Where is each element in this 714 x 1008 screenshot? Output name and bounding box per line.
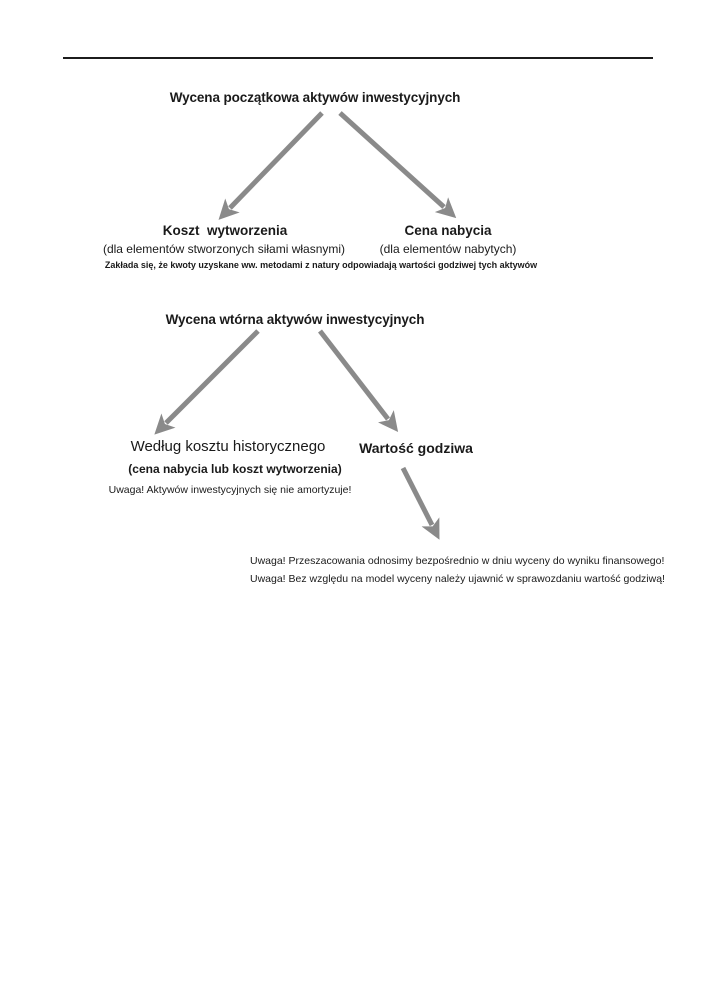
cost-branch-title: Koszt wytworzenia bbox=[162, 223, 288, 238]
top-horizontal-rule bbox=[63, 57, 653, 59]
price-branch-title: Cena nabycia bbox=[404, 223, 492, 238]
arrow-initial-to-cost bbox=[218, 111, 324, 220]
arrow-initial-to-price bbox=[338, 111, 457, 219]
arrow-secondary-to-historical bbox=[154, 329, 260, 435]
historical-cost-note: Uwaga! Aktywów inwestycyjnych się nie am… bbox=[108, 484, 352, 496]
fair-value-notes: Uwaga! Przeszacowania odnosimy bezpośred… bbox=[250, 552, 680, 588]
historical-cost-subtitle: (cena nabycia lub koszt wytworzenia) bbox=[128, 462, 342, 476]
fair-value-title: Wartość godziwa bbox=[359, 440, 473, 456]
fair-value-note-line: Uwaga! Przeszacowania odnosimy bezpośred… bbox=[250, 555, 665, 567]
initial-valuation-title: Wycena początkowa aktywów inwestycyjnych bbox=[169, 90, 461, 105]
fair-value-note-line: Uwaga! Bez względu na model wyceny należ… bbox=[250, 573, 665, 585]
historical-cost-title: Według kosztu historycznego bbox=[130, 438, 326, 455]
arrow-secondary-to-fairvalue bbox=[318, 329, 399, 433]
price-branch-subtitle: (dla elementów nabytych) bbox=[379, 242, 517, 256]
arrow-fairvalue-to-notes bbox=[400, 466, 440, 540]
cost-branch-subtitle: (dla elementów stworzonych siłami własny… bbox=[102, 242, 346, 256]
assumption-note: Zakłada się, że kwoty uzyskane ww. metod… bbox=[104, 260, 538, 270]
secondary-valuation-title: Wycena wtórna aktywów inwestycyjnych bbox=[165, 312, 425, 327]
